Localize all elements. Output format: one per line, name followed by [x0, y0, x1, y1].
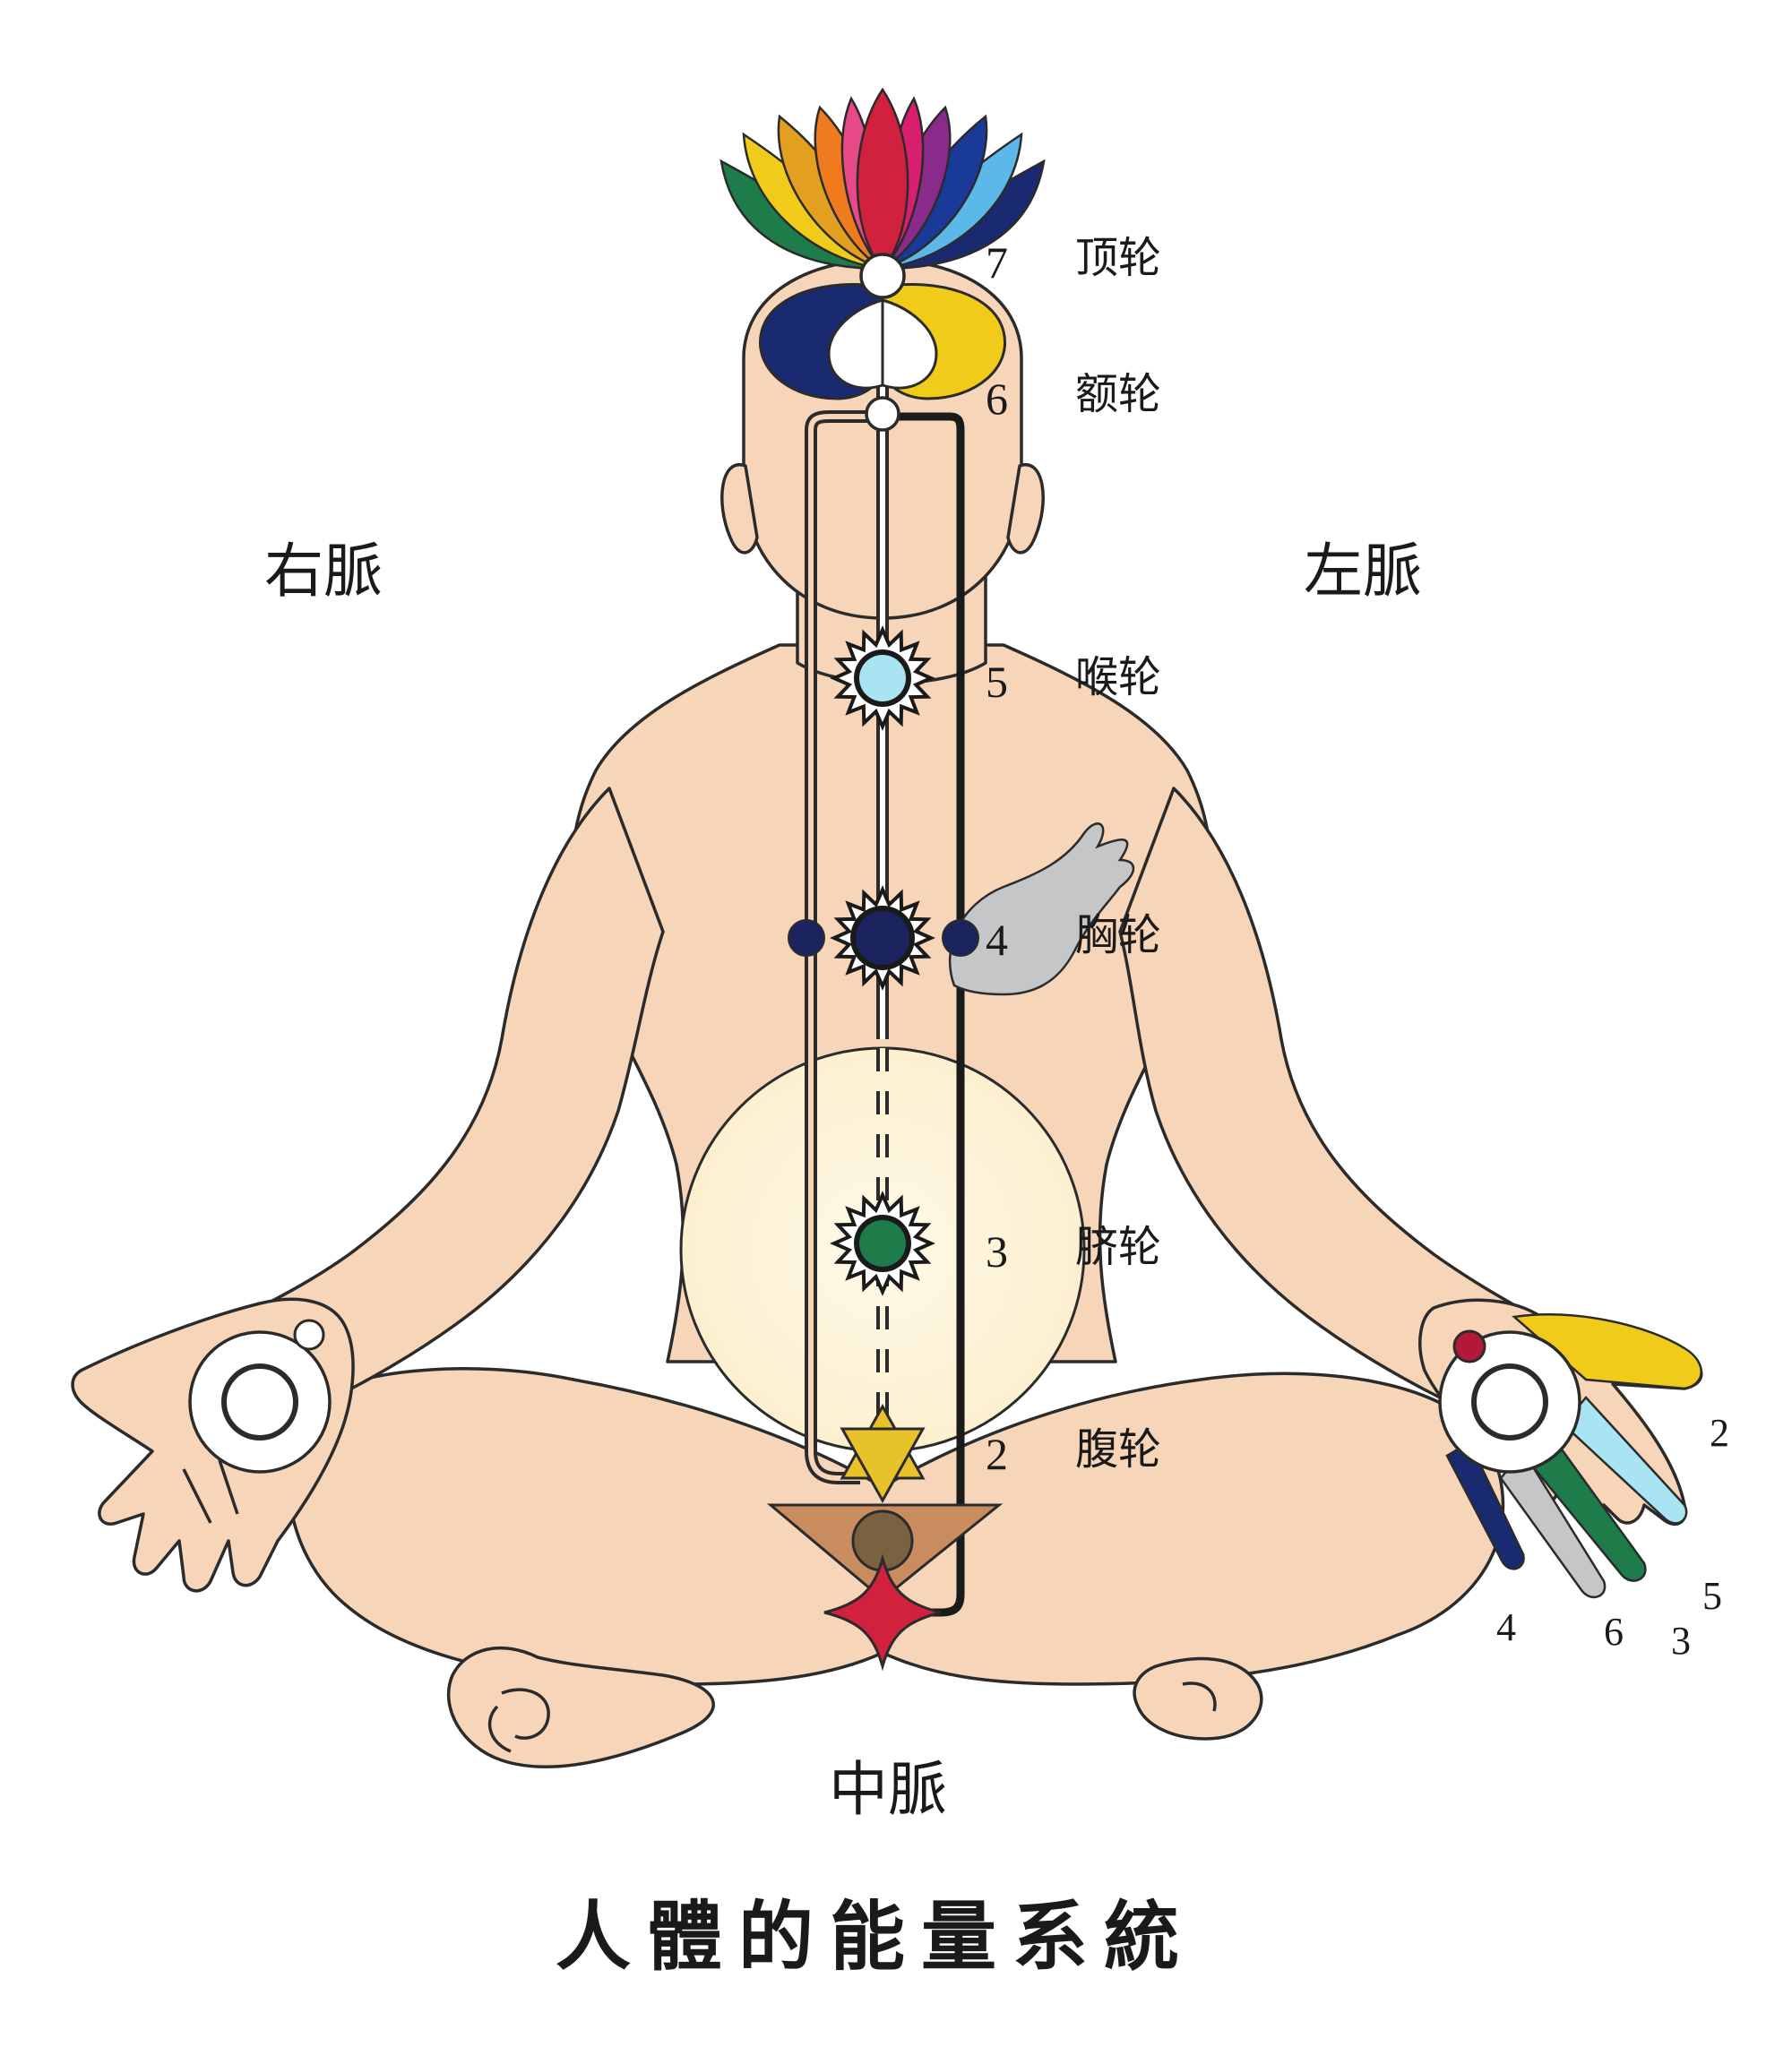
- left-channel-label: 左脈: [1304, 537, 1422, 606]
- finger-green: [1526, 1431, 1647, 1582]
- finger-yellow: [1512, 1313, 1702, 1390]
- right-ear: [720, 462, 759, 555]
- chakra-4-heart: [830, 885, 935, 991]
- chakra-number-7: 7: [986, 237, 1008, 288]
- right-channel-label: 右脈: [264, 537, 383, 606]
- brow-lobes: [759, 283, 1006, 400]
- chakra-2-sacral: [840, 1403, 926, 1504]
- chakra-name-4: 胸轮: [1075, 910, 1162, 960]
- finger-number-6: 6: [1604, 1610, 1624, 1654]
- chakra-name-6: 额轮: [1075, 369, 1162, 419]
- finger-grey: [1499, 1449, 1607, 1599]
- finger-navy: [1445, 1440, 1525, 1570]
- chakra-name-3: 脐轮: [1075, 1222, 1162, 1272]
- sun-navel-core: [859, 1220, 906, 1267]
- heart-node-right: [788, 919, 825, 957]
- diagram-title: 人體的能量系統: [556, 1892, 1196, 1981]
- left-channel: [842, 412, 965, 1617]
- right-foot: [1133, 1656, 1263, 1741]
- finger-number-4: 4: [1496, 1605, 1516, 1649]
- chakra-6-brow: [865, 396, 900, 432]
- heart-node-left: [942, 919, 979, 957]
- chakra-name-5: 喉轮: [1075, 652, 1162, 702]
- sun-heart-core: [856, 911, 909, 965]
- left-ear: [1006, 462, 1045, 555]
- finger-number-5: 5: [1702, 1574, 1722, 1618]
- chakra-number-2: 2: [986, 1429, 1008, 1479]
- chakra-5-throat: [830, 625, 935, 731]
- root-star: [823, 1553, 942, 1672]
- chakra-7-crown: [859, 253, 906, 299]
- central-channel-label: 中脈: [829, 1755, 947, 1824]
- finger-number-2: 2: [1710, 1411, 1729, 1455]
- chakra-number-5: 5: [986, 657, 1008, 707]
- heart-wing: [948, 822, 1135, 996]
- right-hand-ring: [188, 1319, 332, 1474]
- chakra-3-navel: [830, 1191, 935, 1296]
- chakra-number-6: 6: [986, 374, 1008, 424]
- root-base: [766, 1503, 1004, 1672]
- finger-lightblue: [1562, 1396, 1688, 1525]
- chakra-number-4: 4: [986, 915, 1008, 965]
- left-hand-ring: [1438, 1329, 1581, 1474]
- sun-throat-core: [859, 655, 906, 701]
- chakra-number-3: 3: [986, 1226, 1008, 1277]
- right-toes: [1182, 1681, 1217, 1712]
- left-toes: [487, 1688, 550, 1753]
- left-hand-fingers: [1445, 1313, 1702, 1599]
- finger-number-3: 3: [1671, 1619, 1691, 1663]
- right-hand-crease: [182, 1459, 239, 1524]
- crown-lotus: [719, 87, 1046, 272]
- chakra-name-7: 顶轮: [1075, 233, 1162, 283]
- chakra-name-2: 腹轮: [1075, 1424, 1162, 1475]
